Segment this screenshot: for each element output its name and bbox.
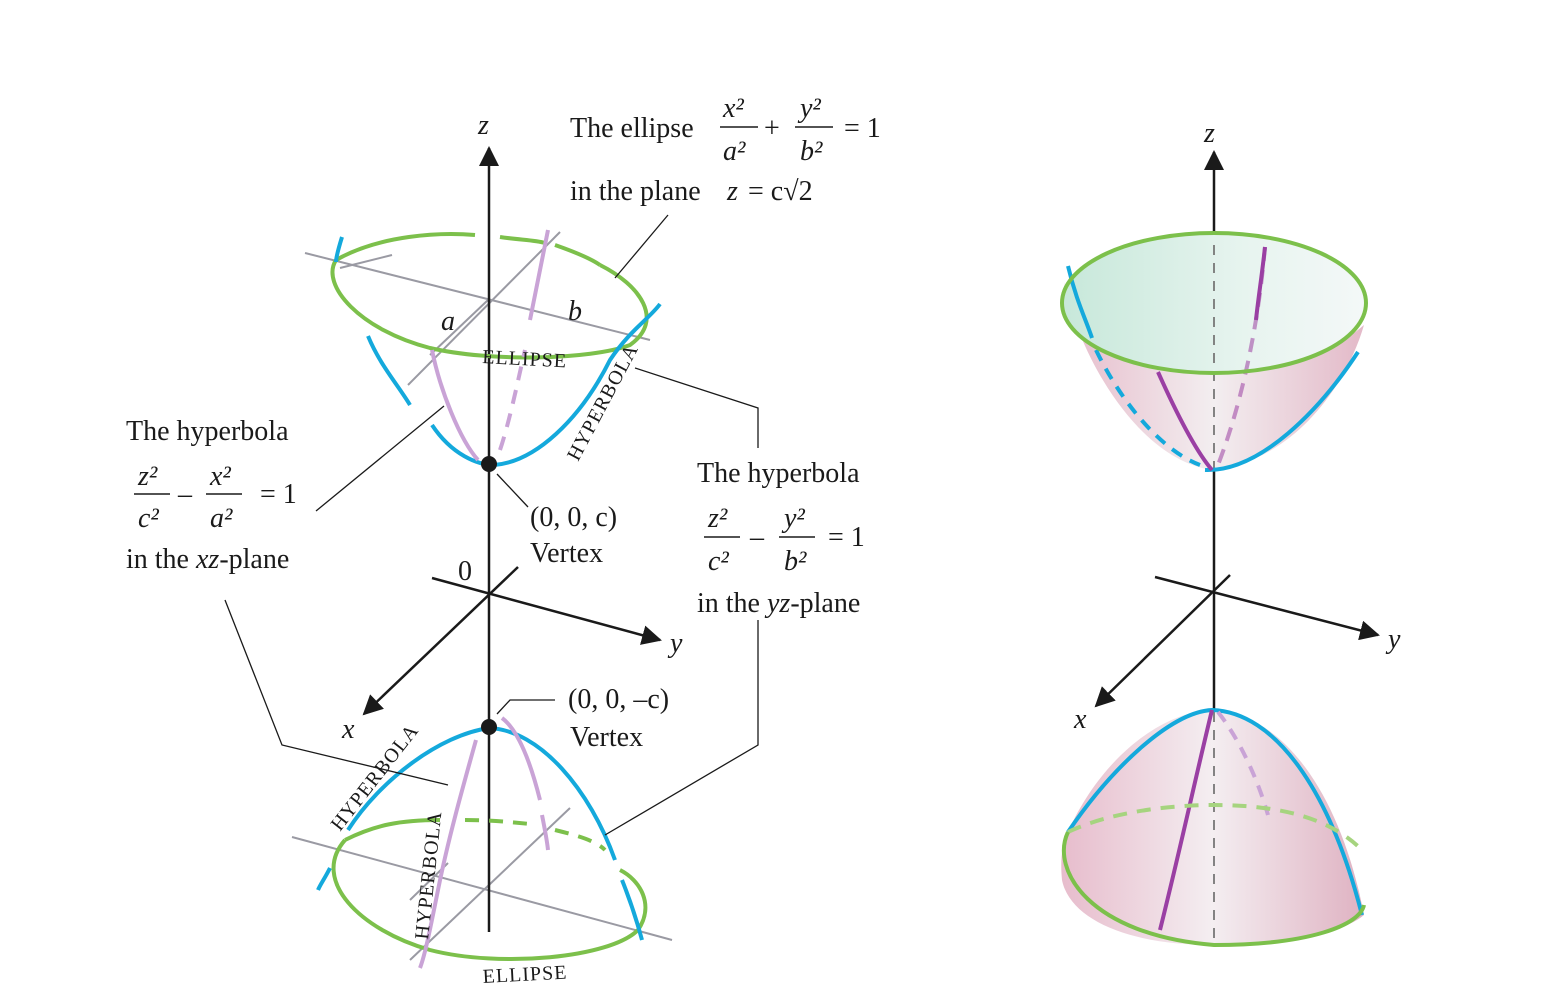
ellipse-plane-eq: = c√2 (748, 176, 813, 207)
hyperbola-label-top-right: HYPERBOLA (563, 340, 643, 464)
x-axis-label-left: x (341, 714, 355, 745)
top-grid (304, 231, 651, 386)
bottom-ellipse (331, 818, 648, 962)
top-ellipse (330, 232, 649, 360)
hyperbola-xz-title: The hyperbola (126, 416, 289, 447)
y-axis-label-right: y (1385, 624, 1401, 655)
hyperbola-xz-equals: = 1 (260, 479, 297, 510)
bottom-hyperbola-yz (316, 725, 644, 941)
ellipse-plane-prefix: in the plane (570, 176, 701, 207)
vertex-bottom-name: Vertex (570, 722, 643, 753)
bottom-grid (291, 807, 673, 961)
lower-sheet-curves (1062, 707, 1366, 948)
ellipse-annotation: The ellipse x² a² + y² b² = 1 in the pla… (570, 93, 881, 207)
x-axis-left (362, 566, 519, 716)
ellipse-annotation-prefix: The ellipse (570, 113, 694, 144)
hyperbola-xz-den1: c² (138, 503, 159, 534)
vertex-top-coord: (0, 0, c) (530, 502, 617, 533)
ellipse-eq-plus: + (764, 113, 780, 144)
y-axis-left (431, 576, 662, 645)
hyperbola-xz-annotation: The hyperbola z² c² – x² a² = 1 in the x… (126, 416, 297, 575)
hyperbola-xz-plane-line: in the xz-plane (126, 544, 289, 575)
top-hyperbola-yz (334, 236, 662, 468)
ellipse-eq-y-den: b² (800, 136, 823, 167)
ellipse-eq-y-num: y² (797, 93, 821, 124)
vertex-bottom-coord: (0, 0, –c) (568, 684, 669, 715)
lower-sheet-outer (1061, 710, 1364, 945)
vertex-top-name: Vertex (530, 538, 603, 569)
vertex-bottom-annotation: (0, 0, –c) Vertex (568, 684, 669, 753)
hyperbola-yz-den1: c² (708, 546, 729, 577)
ellipse-label-top: ELLIPSE (482, 346, 568, 372)
semi-axis-a-label: a (441, 306, 455, 337)
hyperbola-xz-num2: x² (209, 461, 231, 492)
hyperbola-xz-den2: a² (210, 503, 233, 534)
top-hyperbola-xz (430, 229, 550, 462)
right-diagram: z y x (1060, 118, 1401, 948)
hyperbola-yz-equals: = 1 (828, 522, 865, 553)
upper-sheet-curves (1060, 231, 1368, 473)
hyperbola-xz-minus: – (177, 479, 193, 510)
hyperbola-xz-num1: z² (137, 461, 158, 492)
x-axis-label-right: x (1073, 704, 1087, 735)
hyperbola-yz-title: The hyperbola (697, 458, 860, 489)
z-axis-label-right: z (1203, 118, 1215, 149)
hyperbola-yz-annotation: The hyperbola z² c² – y² b² = 1 in the y… (697, 458, 865, 619)
y-axis-right (1154, 575, 1380, 641)
ellipse-eq-equals: = 1 (844, 113, 881, 144)
vertex-top-annotation: (0, 0, c) Vertex (530, 502, 617, 569)
vertex-top-dot (481, 456, 497, 472)
y-axis-label-left: y (667, 628, 683, 659)
left-diagram: z y x 0 a b ELLIPSE ELLIPSE HYPERBOLA HY… (126, 93, 881, 988)
leader-lines (224, 214, 759, 836)
x-axis-right (1094, 574, 1231, 708)
hyperbola-yz-den2: b² (784, 546, 807, 577)
ellipse-eq-x-num: x² (722, 93, 744, 124)
ellipse-eq-x-den: a² (723, 136, 746, 167)
semi-axis-b-label: b (568, 296, 582, 327)
z-axis-label-left: z (477, 110, 489, 141)
hyperbola-yz-num2: y² (781, 503, 805, 534)
hyperbola-yz-plane-line: in the yz-plane (697, 588, 860, 619)
vertex-bottom-dot (481, 719, 497, 735)
ellipse-plane-z: z (726, 176, 738, 207)
hyperbola-yz-minus: – (749, 522, 765, 553)
bottom-hyperbola-xz (418, 716, 550, 969)
hyperbola-yz-num1: z² (707, 503, 728, 534)
ellipse-label-bottom: ELLIPSE (482, 962, 568, 988)
origin-label: 0 (458, 556, 472, 587)
